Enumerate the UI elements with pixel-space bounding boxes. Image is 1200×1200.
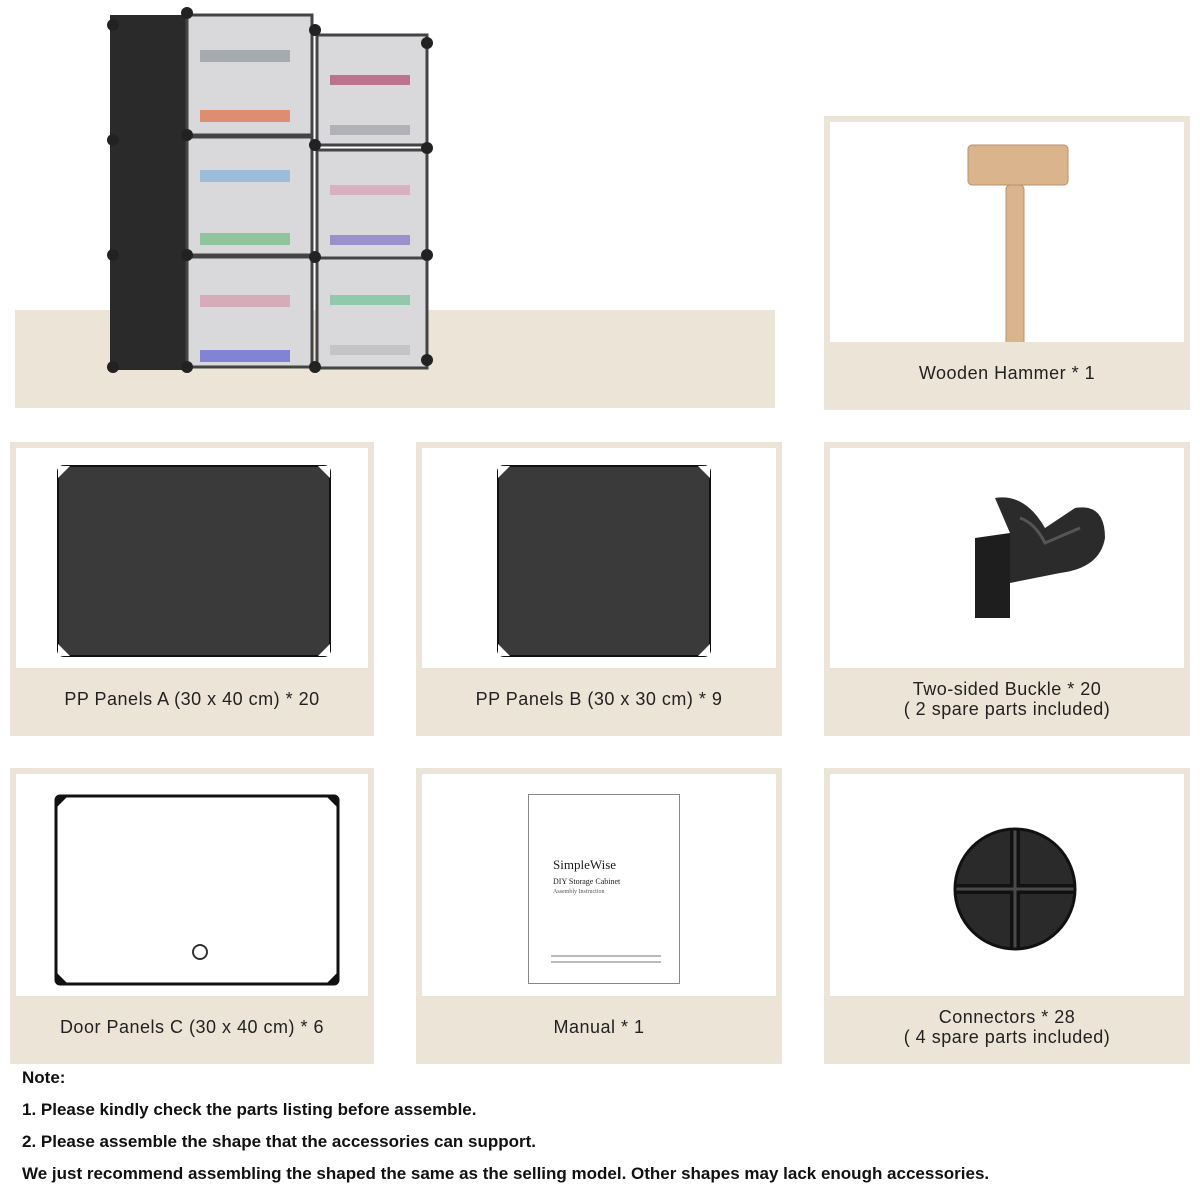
manual-fineprint [551,955,661,957]
wooden-hammer-icon [967,144,1069,357]
item-label: Manual * 1 [422,996,776,1058]
notes-line: 1. Please kindly check the parts listing… [22,1100,477,1119]
item-label: Door Panels C (30 x 40 cm) * 6 [16,996,368,1058]
item-card-pp-panels-b: PP Panels B (30 x 30 cm) * 9 [416,442,782,736]
item-label-text: Connectors * 28 [938,1007,1076,1027]
manual-title: DIY Storage Cabinet [553,877,621,886]
item-label: Wooden Hammer * 1 [830,342,1184,404]
manual-booklet: SimpleWise DIY Storage Cabinet Assembly … [528,794,680,984]
item-card-door-panels-c: Door Panels C (30 x 40 cm) * 6 [10,768,374,1064]
item-sublabel-text: ( 2 spare parts included) [903,699,1111,719]
notes-section: Note: 1. Please kindly check the parts l… [22,1062,1192,1190]
buckle-icon [975,497,1105,618]
item-label: Two-sided Buckle * 20 ( 2 spare parts in… [830,668,1184,730]
item-card-manual: SimpleWise DIY Storage Cabinet Assembly … [416,768,782,1064]
panel-a-icon [57,465,331,657]
item-label: PP Panels A (30 x 40 cm) * 20 [16,668,368,730]
item-label-text: Wooden Hammer * 1 [918,363,1096,383]
shoe-cabinet-image [105,5,435,377]
notes-line: 2. Please assemble the shape that the ac… [22,1132,537,1151]
door-panel-icon [54,794,340,986]
notes-line: We just recommend assembling the shaped … [22,1164,990,1183]
notes-heading: Note: [22,1068,66,1087]
item-label-text: PP Panels A (30 x 40 cm) * 20 [64,689,320,709]
connector-icon [953,827,1077,951]
item-card-pp-panels-a: PP Panels A (30 x 40 cm) * 20 [10,442,374,736]
item-label-text: Manual * 1 [553,1017,645,1037]
item-label: PP Panels B (30 x 30 cm) * 9 [422,668,776,730]
item-label-text: PP Panels B (30 x 30 cm) * 9 [475,689,723,709]
item-card-connectors: Connectors * 28 ( 4 spare parts included… [824,768,1190,1064]
manual-brand: SimpleWise [553,857,617,872]
item-label-text: Two-sided Buckle * 20 [912,679,1102,699]
item-label: Connectors * 28 ( 4 spare parts included… [830,996,1184,1058]
panel-b-icon [497,465,711,657]
manual-subtitle: Assembly Instruction [553,889,605,895]
manual-fineprint [551,961,661,963]
item-label-text: Door Panels C (30 x 40 cm) * 6 [59,1017,325,1037]
item-card-wooden-hammer: Wooden Hammer * 1 [824,116,1190,410]
item-card-two-sided-buckle: Two-sided Buckle * 20 ( 2 spare parts in… [824,442,1190,736]
item-sublabel-text: ( 4 spare parts included) [903,1027,1111,1047]
